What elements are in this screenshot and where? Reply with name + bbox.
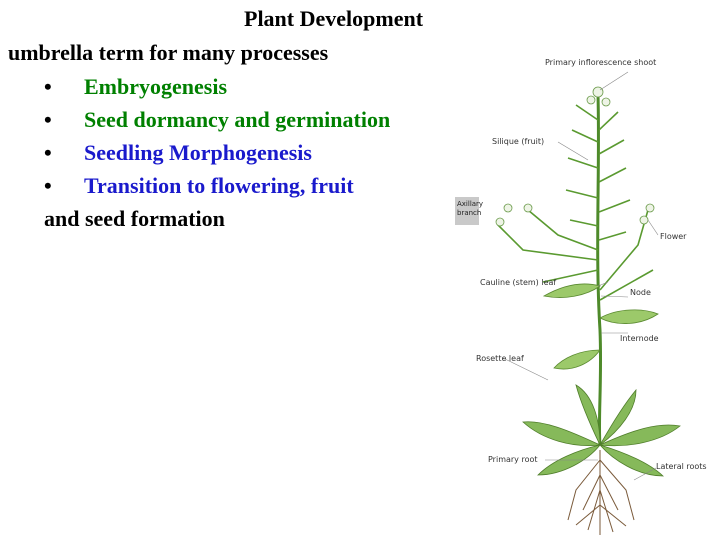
bullet-marker: • bbox=[44, 107, 52, 132]
bullet-marker: • bbox=[44, 74, 52, 99]
slide-subtitle: umbrella term for many processes bbox=[8, 40, 329, 65]
arabidopsis-figure: Primary inflorescence shoot Silique (fru… bbox=[448, 50, 720, 540]
label-silique: Silique (fruit) bbox=[492, 137, 545, 146]
bullet-item: • Transition to flowering, fruit bbox=[0, 173, 470, 206]
bullet-text: Seed dormancy and germination bbox=[84, 107, 391, 132]
label-cauline-leaf: Cauline (stem) leaf bbox=[480, 278, 557, 287]
slide-title: Plant Development bbox=[244, 6, 424, 31]
plant-illustration bbox=[495, 71, 681, 535]
bullet-marker: • bbox=[44, 140, 52, 165]
label-primary-root: Primary root bbox=[488, 455, 538, 464]
bullet-marker: • bbox=[44, 173, 52, 198]
bullet-text: Transition to flowering, fruit bbox=[84, 173, 354, 198]
bullet-item: • Embryogenesis bbox=[0, 74, 470, 107]
label-flower: Flower bbox=[660, 232, 687, 241]
bullet-item: • Seedling Morphogenesis bbox=[0, 140, 470, 173]
label-node: Node bbox=[630, 288, 651, 297]
bullet-list: • Embryogenesis • Seed dormancy and germ… bbox=[0, 74, 470, 206]
label-primary-inflorescence: Primary inflorescence shoot bbox=[545, 58, 657, 67]
label-internode: Internode bbox=[620, 334, 659, 343]
label-rosette-leaf: Rosette leaf bbox=[476, 354, 524, 363]
bullet-text: Embryogenesis bbox=[84, 74, 227, 99]
label-lateral-roots: Lateral roots bbox=[656, 462, 707, 471]
label-axillary-branch: Axillary branch bbox=[455, 197, 483, 225]
bullet-text: Seedling Morphogenesis bbox=[84, 140, 312, 165]
bullet-item: • Seed dormancy and germination bbox=[0, 107, 470, 140]
bullet-continuation: and seed formation bbox=[44, 206, 225, 231]
